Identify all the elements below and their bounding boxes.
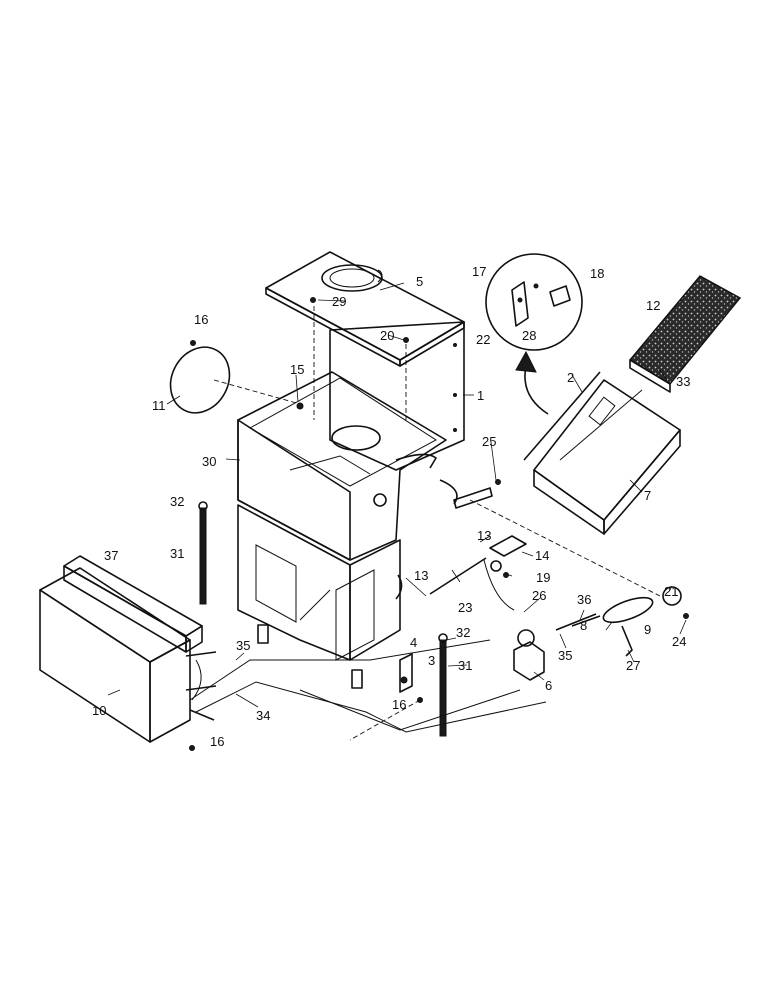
alignment-lines (213, 306, 661, 741)
callout-32b: 32 (456, 625, 470, 640)
callout-6: 6 (545, 678, 552, 693)
callout-5: 5 (416, 274, 423, 289)
callout-1: 1 (477, 388, 484, 403)
callout-36: 36 (577, 592, 591, 607)
callout-25: 25 (482, 434, 496, 449)
water-valve (513, 629, 545, 681)
callout-14: 14 (535, 548, 549, 563)
arrow-icon (515, 350, 549, 415)
callout-28: 28 (522, 328, 536, 343)
callout-26: 26 (532, 588, 546, 603)
callout-31b: 31 (458, 658, 472, 673)
callout-23: 23 (458, 600, 472, 615)
callout-33: 33 (676, 374, 690, 389)
leader-lines (107, 282, 687, 708)
gasket-plate (169, 346, 231, 414)
top-cover-plate (265, 251, 465, 367)
callout-24: 24 (672, 634, 686, 649)
callout-2: 2 (567, 370, 574, 385)
rod-left (198, 501, 208, 605)
filter-tray (533, 379, 681, 535)
callout-37: 37 (104, 548, 118, 563)
callout-22: 22 (476, 332, 490, 347)
rear-panel (329, 321, 465, 471)
hose-fitting (555, 613, 597, 631)
callout-32a: 32 (170, 494, 184, 509)
callout-21: 21 (664, 584, 678, 599)
main-housing (237, 371, 458, 561)
callout-8: 8 (580, 618, 587, 633)
callout-10: 10 (92, 703, 106, 718)
callout-13b: 13 (414, 568, 428, 583)
thermostat-switch (489, 535, 527, 572)
detail-inset (485, 253, 583, 351)
callout-16c: 16 (210, 734, 224, 749)
callout-12: 12 (646, 298, 660, 313)
callout-4: 4 (410, 635, 417, 650)
bracket-25 (453, 487, 493, 509)
lower-plenum (237, 504, 401, 689)
callout-13a: 13 (477, 528, 491, 543)
callout-29: 29 (332, 294, 346, 309)
callout-11: 11 (152, 398, 166, 413)
callout-labels: 1 2 3 4 5 6 7 8 9 10 11 12 13 13 14 15 1… (92, 264, 690, 749)
heater-core (39, 567, 217, 743)
hose-routing (189, 574, 547, 733)
callout-20: 20 (380, 328, 394, 343)
slider-rod (523, 371, 601, 461)
callout-17: 17 (472, 264, 486, 279)
callout-30: 30 (202, 454, 216, 469)
callout-19: 19 (536, 570, 550, 585)
bracket-4 (399, 653, 413, 693)
callout-3: 3 (428, 653, 435, 668)
callout-7: 7 (644, 488, 651, 503)
fasteners (189, 297, 689, 751)
rod-right (438, 633, 448, 737)
callout-16b: 16 (392, 697, 406, 712)
callout-16a: 16 (194, 312, 208, 327)
control-cable (429, 557, 515, 611)
callout-35a: 35 (236, 638, 250, 653)
callout-18: 18 (590, 266, 604, 281)
callout-15: 15 (290, 362, 304, 377)
callout-35b: 35 (558, 648, 572, 663)
seal-strip (63, 555, 203, 653)
filter-element (628, 275, 742, 393)
callout-9: 9 (644, 622, 651, 637)
callout-34: 34 (256, 708, 270, 723)
blower-motor (571, 586, 682, 657)
callout-31a: 31 (170, 546, 184, 561)
callout-27: 27 (626, 658, 640, 673)
